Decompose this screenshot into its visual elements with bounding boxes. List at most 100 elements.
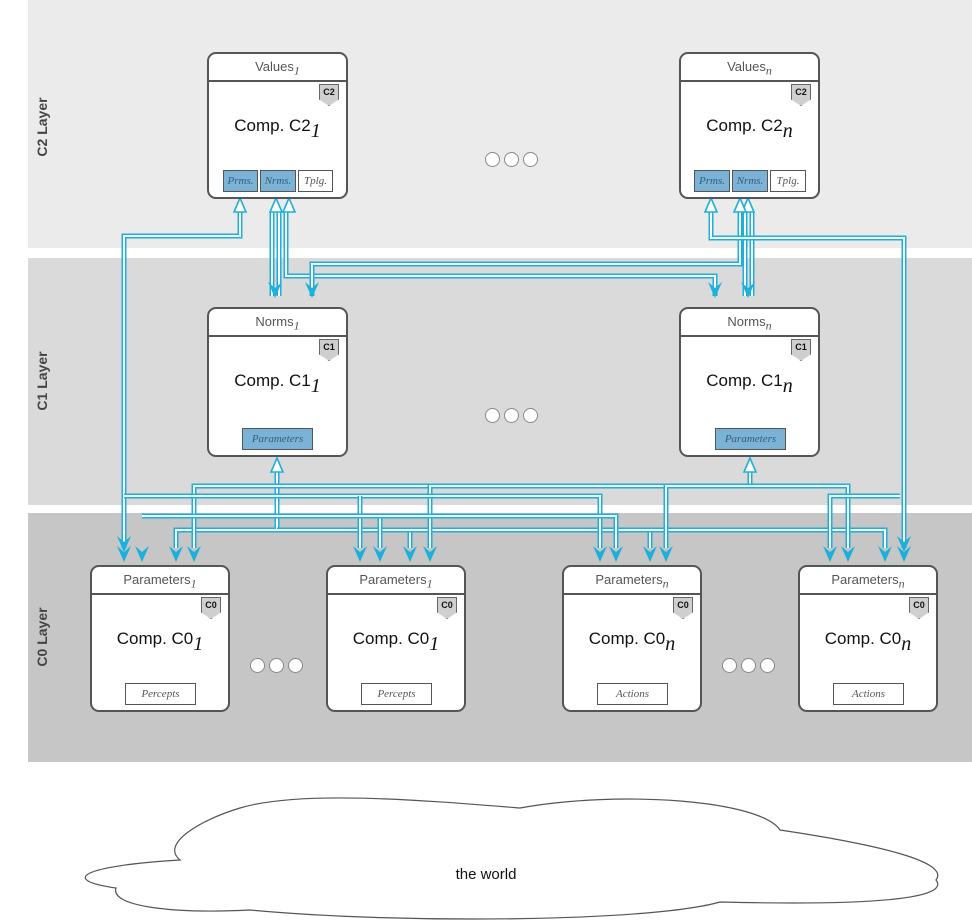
c1-n-params-bus-d-inner: [750, 485, 849, 548]
arrowhead-icon: [373, 546, 387, 562]
tplg-port[interactable]: Tplg.: [770, 170, 806, 192]
percepts-port[interactable]: Percepts: [125, 683, 196, 705]
nrms-port[interactable]: Nrms.: [732, 170, 768, 192]
c1-component-1[interactable]: Norms1 C1 Comp. C11 Parameters: [207, 307, 348, 457]
c1-1-params-bus-d-inner: [277, 529, 886, 548]
arrowhead-icon: [841, 546, 855, 562]
c1-component-header: Norms1: [209, 309, 346, 337]
percepts-port[interactable]: Percepts: [361, 683, 432, 705]
c2-1-to-c1-n: [283, 212, 718, 296]
c2-bus-lower-e-inner: [142, 515, 617, 548]
c0-badge-icon: C0: [437, 597, 457, 619]
c1-1-params-bus-d: [277, 527, 888, 548]
actions-port[interactable]: Actions: [833, 683, 904, 705]
arrowhead-icon: [741, 282, 755, 298]
arrowhead-icon: [268, 282, 282, 298]
world-cloud: [84, 797, 939, 920]
c2-badge-icon: C2: [319, 84, 339, 106]
open-arrowhead-icon: [232, 195, 248, 213]
c2-component-n[interactable]: Valuesn C2 Comp. C2n Prms. Nrms. Tplg.: [679, 52, 820, 199]
actions-port[interactable]: Actions: [597, 683, 668, 705]
open-arrowhead-icon: [742, 455, 758, 473]
c1-n-params-bus-c-inner: [665, 485, 750, 548]
c0-component-4[interactable]: Parametersn C0 Comp. C0n Actions: [798, 565, 938, 712]
c2-n-to-c1-1: [309, 212, 743, 296]
arrowhead-icon: [135, 546, 149, 562]
c2-badge-icon: C2: [791, 84, 811, 106]
c0-badge-icon: C0: [673, 597, 693, 619]
arrowhead-icon: [423, 546, 437, 562]
c2-component-1[interactable]: Values1 C2 Comp. C21 Prms. Nrms. Tplg.: [207, 52, 348, 199]
c0-component-header: Parametersn: [564, 567, 700, 595]
arrowhead-icon: [897, 546, 911, 562]
c0-component-name: Comp. C0n: [824, 629, 912, 655]
arrowhead-icon: [169, 546, 183, 562]
parameters-port[interactable]: Parameters: [715, 428, 786, 450]
c2-component-header: Values1: [209, 54, 346, 82]
c0-component-header: Parameters1: [328, 567, 464, 595]
c0-component-header: Parametersn: [800, 567, 936, 595]
arrowhead-icon: [878, 546, 892, 562]
arrowhead-icon: [593, 546, 607, 562]
c2-n-prms-to-c0-inner: [710, 212, 905, 548]
c2-component-header: Valuesn: [681, 54, 818, 82]
c1-component-name: Comp. C1n: [706, 371, 793, 397]
arrowhead-icon: [353, 546, 367, 562]
ellipsis-icon: [485, 152, 538, 167]
c0-component-1[interactable]: Parameters1 C0 Comp. C01 Percepts: [90, 565, 230, 712]
arrowhead-icon: [643, 546, 657, 562]
c1-1-params-bus-inner: [175, 472, 278, 548]
c1-n-params-bus-c: [663, 483, 750, 548]
prms-port[interactable]: Prms.: [223, 170, 258, 192]
arrowhead-icon: [609, 546, 623, 562]
arrowhead-icon: [305, 282, 319, 298]
c1-component-name: Comp. C11: [234, 371, 321, 397]
arrowhead-icon: [117, 546, 131, 562]
c1-1-params-bus-b-inner: [277, 529, 411, 548]
c0-component-2[interactable]: Parameters1 C0 Comp. C01 Percepts: [326, 565, 466, 712]
c1-component-header: Normsn: [681, 309, 818, 337]
open-arrowhead-icon: [281, 195, 297, 213]
c0-badge-icon: C0: [909, 597, 929, 619]
c1-component-n[interactable]: Normsn C1 Comp. C1n Parameters: [679, 307, 820, 457]
c1-badge-icon: C1: [791, 339, 811, 361]
c2-component-name: Comp. C2n: [706, 116, 793, 142]
open-arrowhead-icon: [732, 195, 748, 213]
c0-badge-icon: C0: [201, 597, 221, 619]
ellipsis-icon: [485, 408, 538, 423]
c0-component-header: Parameters1: [92, 567, 228, 595]
arrowhead-icon: [897, 536, 911, 552]
tplg-port[interactable]: Tplg.: [298, 170, 333, 192]
prms-port[interactable]: Prms.: [694, 170, 730, 192]
c0-component-name: Comp. C0n: [588, 629, 676, 655]
c0-component-name: Comp. C01: [352, 629, 440, 655]
c2-bus-lower-c-inner: [829, 495, 900, 548]
c1-1-params-bus: [173, 472, 280, 548]
c1-1-params-bus-c: [277, 527, 653, 548]
c0-component-3[interactable]: Parametersn C0 Comp. C0n Actions: [562, 565, 702, 712]
c2-component-name: Comp. C21: [234, 116, 321, 142]
c2-1-to-c1-n-inner: [285, 212, 716, 296]
open-arrowhead-icon: [269, 455, 285, 473]
c2-n-to-c1-1-inner: [311, 212, 741, 296]
ellipsis-icon: [722, 658, 775, 673]
ellipsis-icon: [250, 658, 303, 673]
nrms-port[interactable]: Nrms.: [260, 170, 296, 192]
c1-n-params-bus-b-inner: [429, 485, 750, 548]
c0-component-name: Comp. C01: [116, 629, 204, 655]
arrowhead-icon: [823, 546, 837, 562]
c1-1-params-bus-c-inner: [277, 529, 651, 548]
c1-1-params-bus-b: [277, 527, 413, 548]
world-label: the world: [455, 866, 517, 883]
arrowhead-icon: [187, 546, 201, 562]
parameters-port[interactable]: Parameters: [242, 428, 313, 450]
open-arrowhead-icon: [268, 195, 284, 213]
c2-bus-lower-c: [827, 493, 900, 548]
arrowhead-icon: [403, 546, 417, 562]
c2-bus-lower-inner: [124, 495, 601, 548]
open-arrowhead-icon: [703, 195, 719, 213]
arrowhead-icon: [117, 536, 131, 552]
arrowhead-icon: [708, 282, 722, 298]
arrowhead-icon: [659, 546, 673, 562]
